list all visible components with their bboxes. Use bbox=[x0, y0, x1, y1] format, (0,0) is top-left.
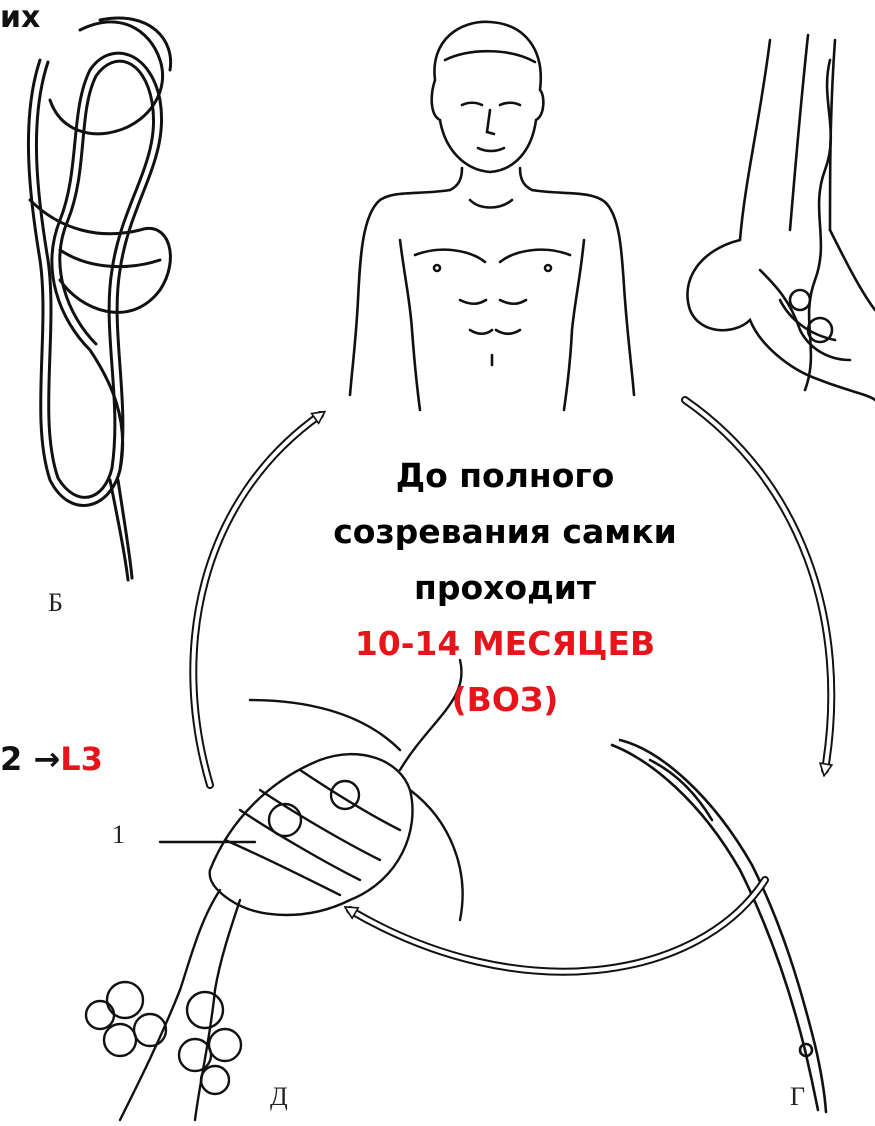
arrow-to-larva-inner bbox=[685, 400, 831, 770]
copepod-illustration bbox=[86, 660, 463, 1120]
infected-leg-illustration bbox=[687, 35, 875, 400]
figure-label-d: Д bbox=[270, 1082, 288, 1112]
stage-highlight: L3 bbox=[60, 740, 103, 778]
human-host-illustration bbox=[350, 22, 634, 410]
figure-label-one: 1 bbox=[112, 820, 125, 850]
figure-label-b: Б bbox=[48, 588, 63, 618]
center-caption-line-2: созревания самки bbox=[310, 504, 700, 560]
center-caption-line-1: До полного bbox=[310, 448, 700, 504]
center-caption-source: (ВОЗ) bbox=[310, 672, 700, 728]
stage-fragment-text: 2 →L3 bbox=[0, 740, 103, 778]
center-caption: До полного созревания самки проходит 10-… bbox=[310, 448, 700, 728]
arrow-to-copepod-inner bbox=[350, 880, 765, 972]
center-caption-line-3: проходит bbox=[310, 560, 700, 616]
arrow-to-larva bbox=[685, 400, 831, 770]
arrow-to-human bbox=[193, 415, 320, 785]
figure-label-g: Г bbox=[790, 1082, 805, 1112]
adult-worm-illustration bbox=[28, 18, 170, 580]
center-caption-duration: 10-14 МЕСЯЦЕВ bbox=[310, 616, 700, 672]
arrow-to-copepod bbox=[350, 880, 765, 972]
stage-prefix: 2 → bbox=[0, 740, 60, 778]
top-left-fragment-text: их bbox=[0, 0, 40, 35]
